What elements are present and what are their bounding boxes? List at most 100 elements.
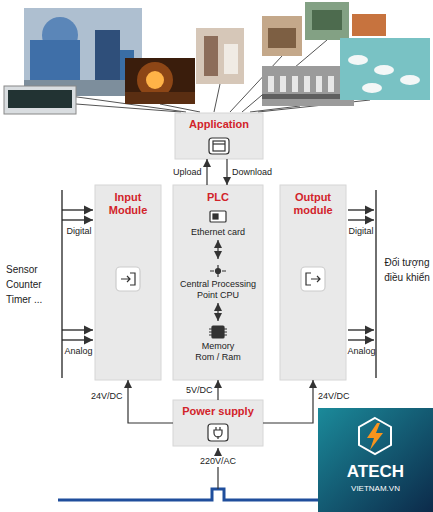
memory-chip-icon	[212, 326, 224, 338]
connector-arrow	[226, 159, 227, 185]
photo-welding	[125, 58, 195, 104]
leader-line	[160, 104, 200, 112]
photo-bottling	[304, 76, 310, 92]
photo-display	[4, 86, 76, 114]
ethernet-icon	[210, 211, 226, 222]
signal-type: Analog	[62, 346, 95, 357]
connector-arrow	[217, 303, 218, 321]
voltage-label: 5V/DC	[185, 385, 214, 396]
logo-watermark	[318, 408, 433, 512]
voltage-label: Download	[231, 167, 273, 178]
input-devices: Sensor Counter Timer ...	[6, 262, 50, 307]
box-title: Application	[178, 118, 260, 131]
panel-background	[173, 185, 263, 380]
photo-workshop	[312, 10, 342, 30]
photo-display	[8, 90, 72, 108]
photo-lab	[196, 28, 244, 84]
photo-machines	[30, 40, 80, 80]
box-title: Power supply	[176, 405, 260, 418]
photo-display	[4, 86, 76, 114]
panel-layer	[95, 113, 346, 446]
signal-line	[348, 329, 374, 330]
edge-layer	[128, 159, 313, 423]
photo-machines	[24, 8, 142, 96]
memory-chip-icon	[209, 329, 227, 335]
leader-line	[250, 106, 300, 112]
photo-welding	[146, 71, 164, 89]
plug-icon	[208, 424, 228, 441]
cpu-unit: Central Processing Point CPU	[175, 259, 261, 303]
ethernet-icon	[213, 214, 218, 219]
photo-lab	[196, 28, 244, 84]
photo-welding	[125, 92, 195, 104]
photo-textile	[340, 38, 430, 100]
connector-arrow	[217, 380, 218, 400]
box-title: Input Module	[98, 191, 158, 217]
signal-type: Analog	[345, 346, 378, 357]
photo-lab	[224, 44, 238, 74]
panel-background	[95, 185, 161, 380]
signal-line	[348, 339, 374, 340]
power-supply-box: Power supply	[173, 400, 263, 446]
photo-workshop	[305, 2, 349, 40]
controlled-objects: Đối tượng điều khiển	[384, 255, 430, 285]
plc-box: PLC Ethernet cardCentral Processing Point…	[173, 185, 263, 380]
signal-line	[375, 190, 376, 378]
component-label: Central Processing Point CPU	[177, 279, 259, 301]
memory-unit: Memory Rom / Ram	[175, 321, 261, 365]
voltage-label: Upload	[172, 167, 203, 178]
window-icon	[213, 141, 225, 151]
output-icon	[306, 273, 320, 285]
mains-voltage: 220V/AC	[193, 456, 243, 467]
signal-line	[62, 219, 93, 220]
photo-bottling	[280, 76, 286, 92]
box-title: PLC	[175, 191, 261, 204]
signal-type: Digital	[346, 226, 376, 237]
mains-line	[217, 448, 218, 489]
photo-textile	[348, 55, 368, 65]
mains-line	[58, 489, 318, 500]
photo-textile	[340, 38, 430, 100]
input-icon	[116, 267, 140, 291]
photo-welding	[125, 58, 195, 104]
logo-watermark	[318, 408, 433, 512]
voltage-label: 24V/DC	[90, 391, 124, 402]
window-icon	[213, 143, 225, 144]
ethernet-card: Ethernet card	[175, 207, 261, 240]
photo-bottling	[268, 76, 274, 92]
voltage-label: 24V/DC	[317, 391, 351, 402]
photo-bottling	[316, 76, 322, 92]
logo-watermark	[359, 418, 391, 454]
cpu-icon	[210, 265, 226, 277]
photo-bottling	[328, 76, 334, 92]
signal-type: Digital	[64, 226, 94, 237]
photo-textile	[400, 75, 420, 85]
component-label: Ethernet card	[177, 227, 259, 238]
photo-lab	[204, 36, 218, 76]
connector-arrow	[217, 240, 218, 259]
mains-line	[58, 448, 318, 500]
photo-machines	[24, 8, 142, 96]
output-module-box: Output module	[280, 185, 346, 380]
input-module-box: Input Module	[95, 185, 161, 380]
signal-line	[62, 209, 93, 210]
connector-arrow	[206, 159, 207, 185]
window-icon	[209, 138, 229, 154]
cpu-icon	[216, 269, 221, 274]
input-icon	[121, 273, 135, 285]
signal-line	[348, 209, 374, 210]
component-label: Memory Rom / Ram	[193, 341, 243, 363]
photo-workshop	[352, 14, 386, 36]
signal-line	[62, 339, 93, 340]
photo-machines	[95, 30, 120, 85]
connector-arrow	[263, 380, 313, 423]
box-title: Output module	[283, 191, 343, 217]
watermark: VIETNAM.VN	[318, 484, 433, 494]
signal-line	[348, 219, 374, 220]
output-icon	[301, 267, 325, 291]
photo-bottling	[292, 76, 298, 92]
plug-icon	[214, 427, 222, 439]
panel-background	[175, 113, 263, 159]
signal-line	[62, 329, 93, 330]
